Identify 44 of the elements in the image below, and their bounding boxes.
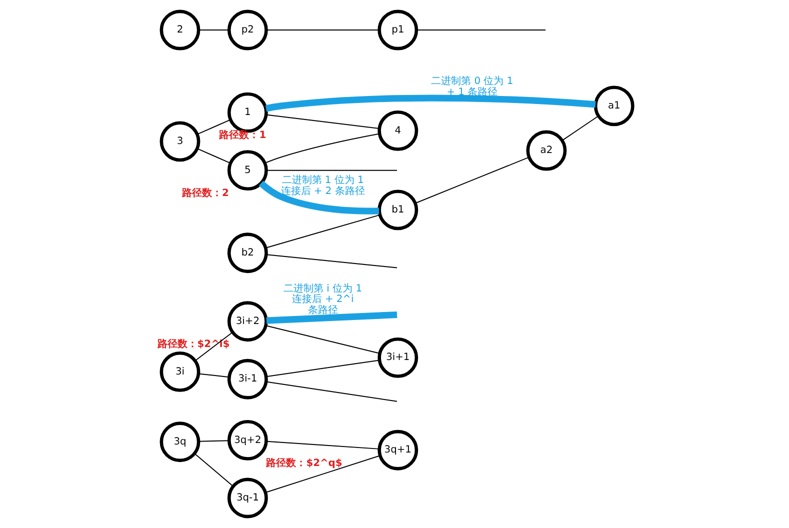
node-circle: b1 (377, 190, 418, 230)
connector (264, 94, 596, 112)
connector (264, 325, 380, 354)
connector (198, 373, 230, 378)
node-circle: p2 (226, 10, 268, 50)
connector (264, 214, 380, 248)
node-circle: 3q+2 (226, 420, 268, 460)
node-label: 路径数：2 (182, 188, 228, 199)
connector (266, 311, 397, 324)
connector (196, 119, 230, 135)
edge-label: 二进制第 1 位为 1 连接后 + 2 条路径 (280, 175, 364, 197)
connector (265, 254, 397, 268)
edge-label: 二进制第 0 位为 1 + 1 条路径 (430, 76, 513, 98)
connector (561, 116, 598, 141)
node-circle: 3q-1 (226, 478, 268, 518)
node-circle: 3q (159, 422, 200, 462)
node-circle: 5 (226, 150, 268, 191)
edge-label: 二进制第 i 位为 1 连接后 + 2^i 条路径 (283, 283, 362, 316)
node-circle: a2 (526, 130, 566, 171)
node-circle: 3i+2 (226, 301, 268, 342)
connector (194, 453, 233, 487)
connector (265, 381, 397, 402)
node-circle: b2 (226, 232, 268, 274)
connector (265, 360, 380, 378)
node-label: 路径数：$2^q$ (266, 458, 342, 469)
node-circle: 3i+1 (377, 337, 418, 378)
node-circle: a1 (593, 86, 634, 126)
node-circle: 4 (377, 110, 418, 151)
connector (414, 156, 530, 204)
connector (198, 440, 230, 442)
node-label: 路径数：1 (218, 130, 266, 142)
connector (265, 170, 397, 171)
node-circle: 3q+1 (377, 430, 418, 470)
connector (196, 148, 230, 164)
node-circle: 3 (159, 121, 200, 162)
connector (265, 440, 380, 450)
connector (258, 180, 379, 214)
node-circle: p1 (377, 10, 418, 50)
connector (264, 455, 380, 493)
connector (264, 133, 380, 164)
node-circle: 3i (159, 351, 200, 392)
node-circle: 3i-1 (226, 358, 268, 400)
node-circle: 2 (159, 10, 200, 50)
connector (265, 114, 380, 130)
